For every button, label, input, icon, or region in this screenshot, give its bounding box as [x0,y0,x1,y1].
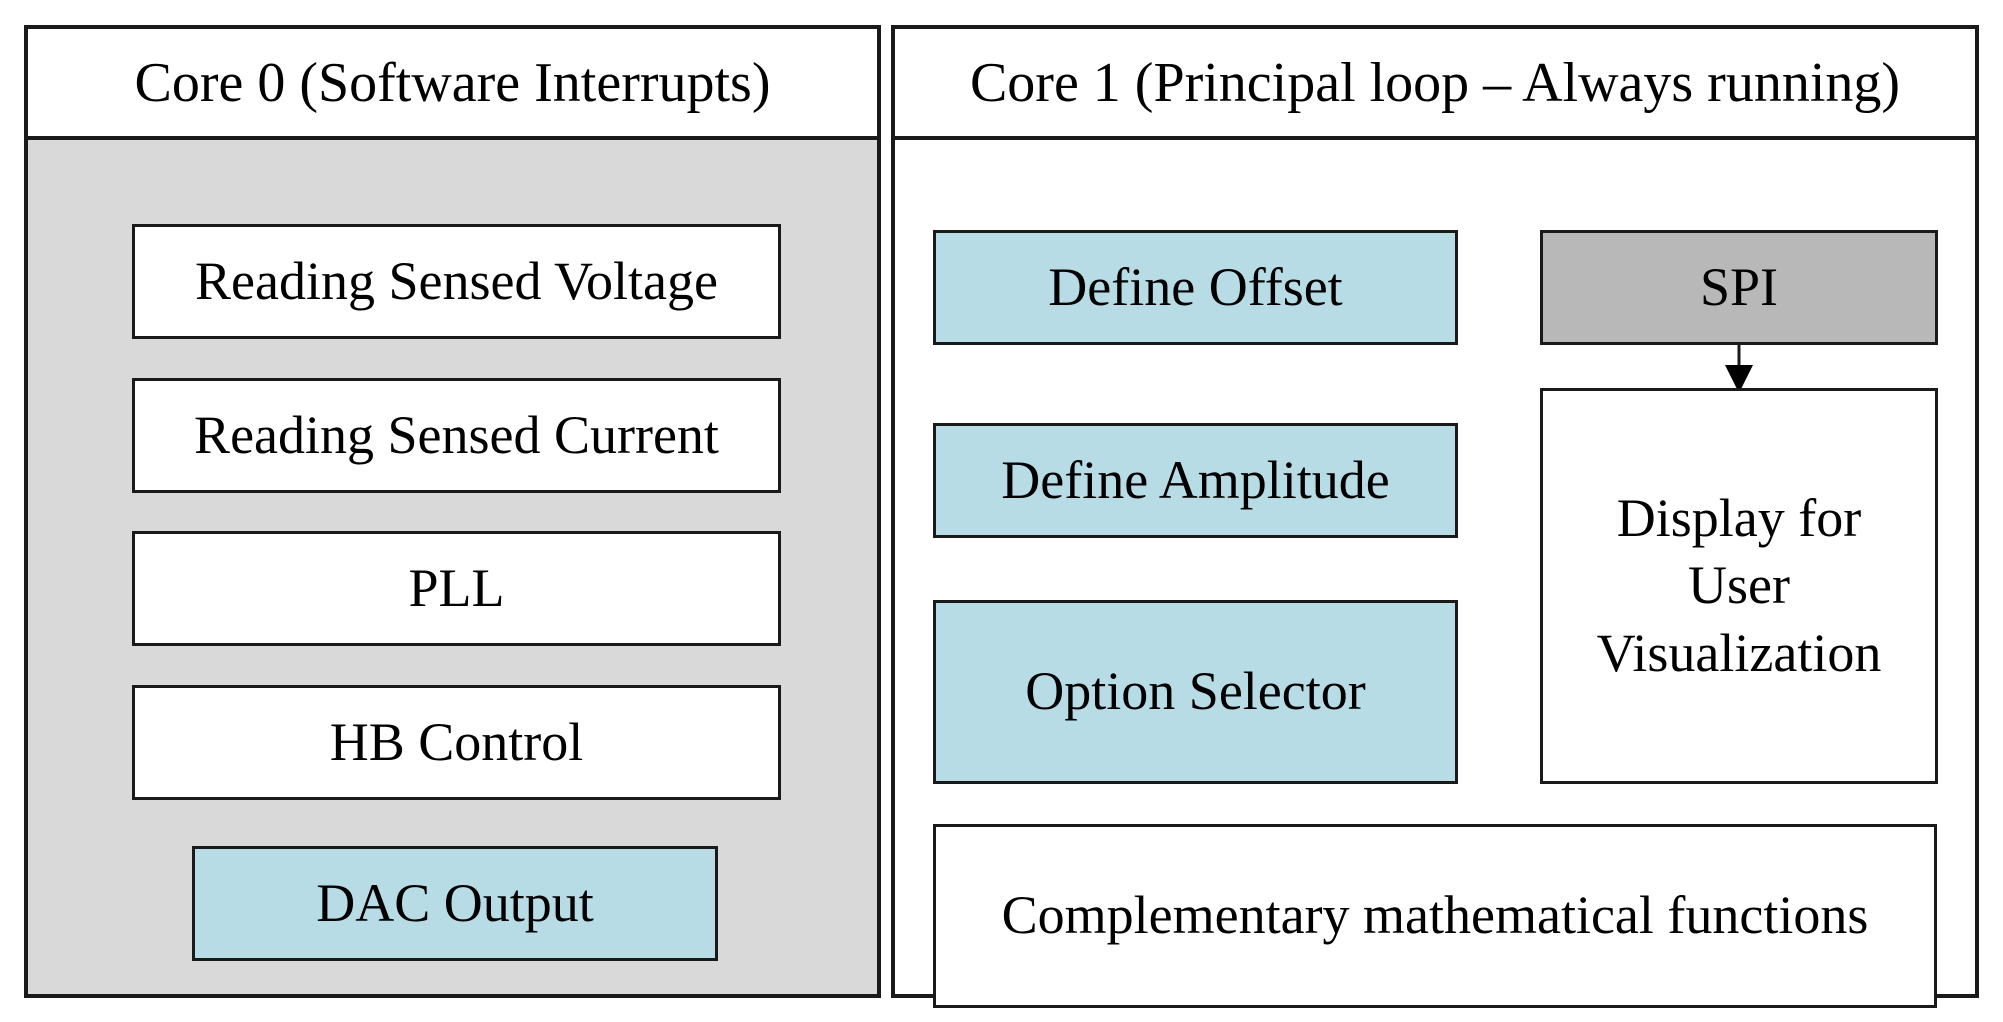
define-offset-block: Define Offset [933,230,1458,345]
core1-body: Define Offset Define Amplitude Option Se… [895,140,1975,1008]
reading-sensed-voltage-block: Reading Sensed Voltage [132,224,781,339]
pll-block: PLL [132,531,781,646]
complementary-math-functions-block: Complementary mathematical functions [933,824,1937,1008]
spi-block: SPI [1540,230,1938,345]
core1-title: Core 1 (Principal loop – Always running) [895,29,1975,140]
option-selector-block: Option Selector [933,600,1458,784]
core0-panel: Core 0 (Software Interrupts) Reading Sen… [24,25,881,998]
spi-to-display-arrow [1725,345,1753,393]
core1-panel: Core 1 (Principal loop – Always running)… [891,25,1979,1008]
hb-control-block: HB Control [132,685,781,800]
core0-body: Reading Sensed Voltage Reading Sensed Cu… [28,140,877,994]
display-for-user-visualization-block: Display for User Visualization [1540,388,1938,784]
display-line-3: Visualization [1596,622,1882,683]
reading-sensed-current-block: Reading Sensed Current [132,378,781,493]
define-amplitude-block: Define Amplitude [933,423,1458,538]
display-line-2: User [1688,555,1790,616]
display-line-1: Display for [1616,487,1862,548]
core0-title: Core 0 (Software Interrupts) [28,29,877,140]
dac-output-block: DAC Output [192,846,718,961]
